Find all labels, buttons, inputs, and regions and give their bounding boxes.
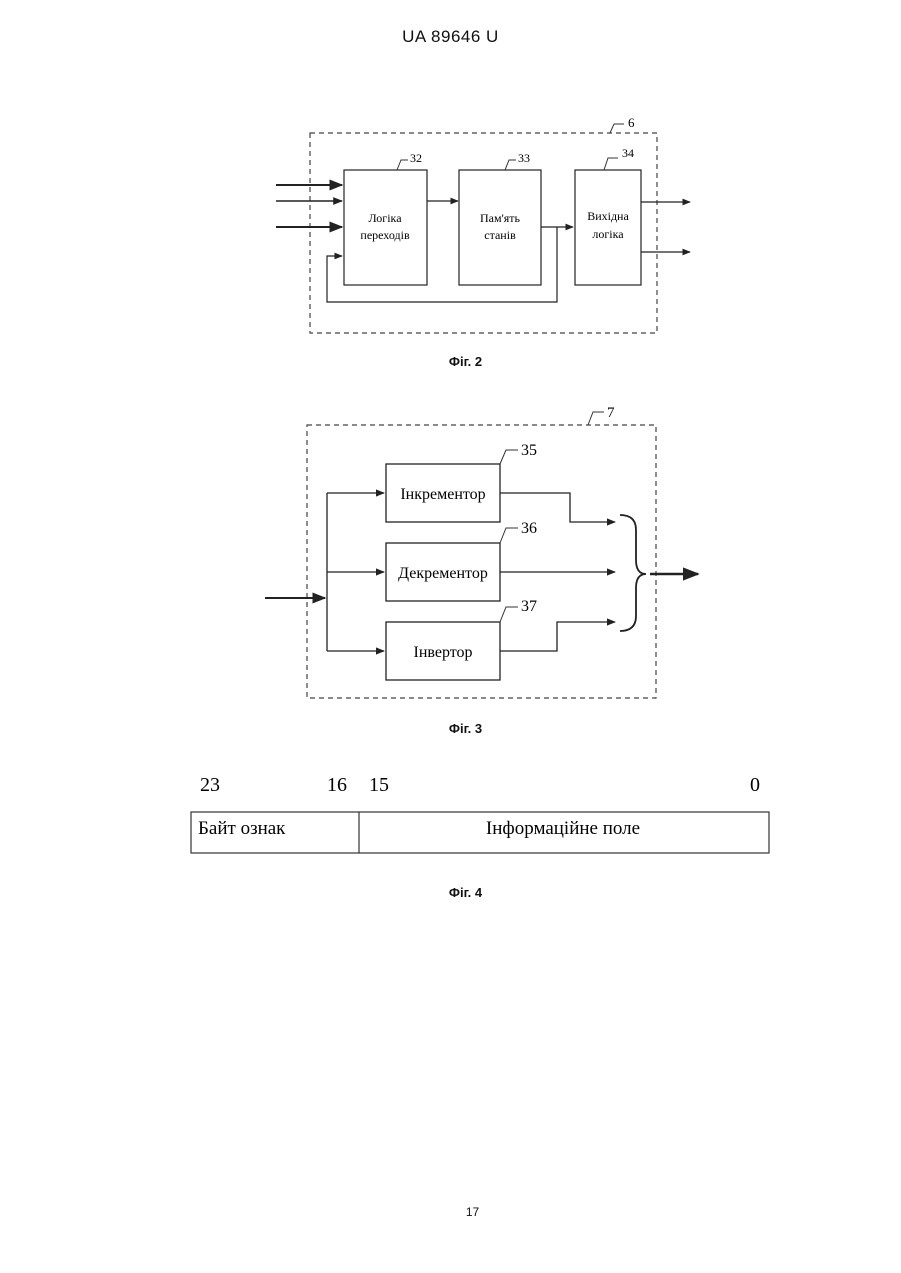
fig4-caption: Фіг. 4 <box>0 885 901 900</box>
bit-16: 16 <box>327 774 347 796</box>
bit-23: 23 <box>200 774 220 796</box>
fig4-diagram: 23 16 15 0 Байт ознак Інформаційне поле <box>0 0 901 870</box>
bit-15: 15 <box>369 774 389 796</box>
bit-0: 0 <box>750 774 760 796</box>
page-number: 17 <box>0 1205 901 1219</box>
flags-byte-field: Байт ознак <box>198 818 286 839</box>
info-field: Інформаційне поле <box>486 818 640 839</box>
